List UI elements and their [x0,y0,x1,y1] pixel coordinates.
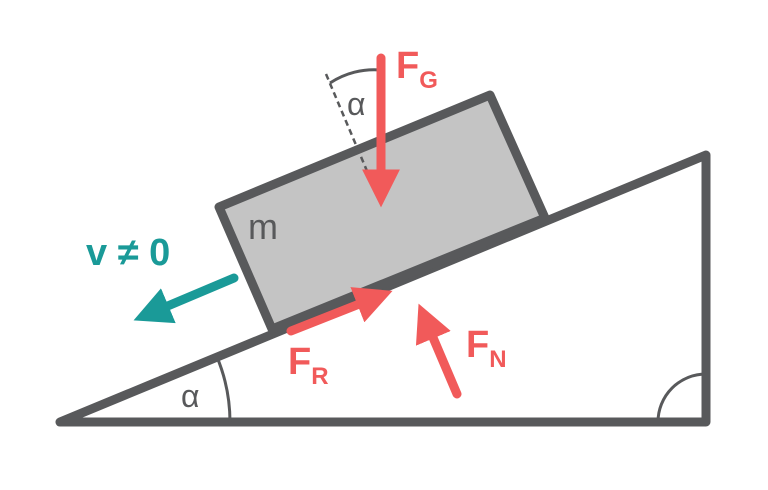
friction-force-main: F [288,341,311,383]
velocity-arrow [133,273,239,324]
mass-label: m [248,206,278,247]
gravity-force-main: F [396,45,419,87]
friction-force-label: FR [288,341,329,390]
friction-force-subscript: R [311,363,328,390]
incline-angle-arc [215,356,232,423]
incline-angle-label: α [181,378,200,414]
friction-force-arrow [286,287,393,336]
gravity-force-subscript: G [419,67,438,94]
normal-force-subscript: N [489,346,506,373]
normal-force-arrow [415,303,462,399]
velocity-label: v ≠ 0 [86,232,170,274]
gravity-angle-label: α [347,86,366,122]
gravity-angle-arc [329,68,382,85]
block [214,90,550,334]
normal-force-label: FN [466,324,507,373]
normal-force-main: F [466,324,489,366]
right-angle-arc [656,372,707,423]
gravity-force-label: FG [396,45,438,94]
